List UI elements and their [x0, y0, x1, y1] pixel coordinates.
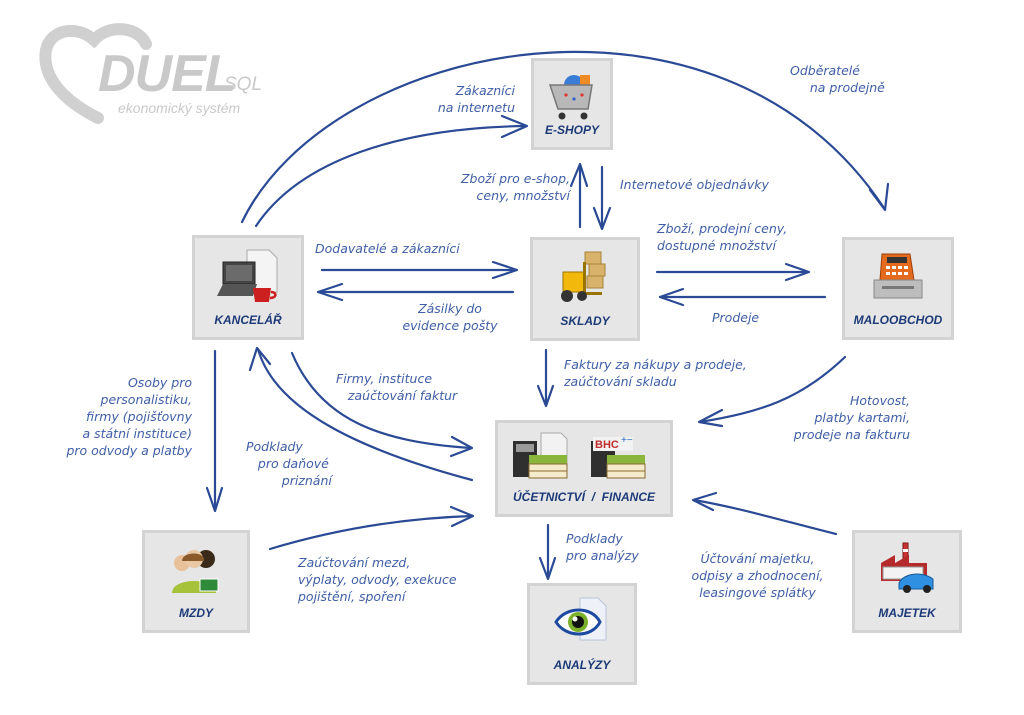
arrow-kancelar-to-mzdy [205, 349, 224, 513]
node-label: E-SHOPY [544, 123, 599, 137]
arrow-kancelar-to-eshopy [254, 114, 529, 228]
arrow-sklady-to-ucetnictvi [536, 348, 555, 408]
node-label: KANCELÁŘ [214, 313, 282, 327]
arrow-mzdy-to-ucetnictvi [268, 505, 475, 551]
flow-note-majetek-to-ucetnictvi: Účtování majetku, odpisy a zhodnocení, l… [691, 551, 824, 600]
node-eshopy[interactable]: E-SHOPY [531, 58, 613, 150]
arrow-eshopy-to-sklady [592, 165, 612, 231]
forklift-icon [561, 251, 606, 302]
node-analyzy[interactable]: ANALÝZY [527, 583, 637, 685]
arrow-majetek-to-ucetnictvi [691, 491, 838, 536]
node-label: MZDY [179, 606, 213, 620]
node-mzdy[interactable]: MZDY [142, 530, 250, 633]
flow-note-mzdy-to-ucetnictvi: Zaúčtování mezd, výplaty, odvody, exekuc… [298, 555, 457, 604]
accounting-books-icon: BHC +− [513, 432, 646, 479]
node-label: ÚČETNICTVÍ / FINANCE [512, 490, 655, 504]
node-label: SKLADY [560, 314, 610, 328]
flow-note-kancelar-to-sklady: Dodavatelé a zákazníci [315, 241, 460, 256]
shopping-cart-icon [548, 75, 593, 120]
flow-note-ucetnictvi-to-kancelar: Podklady pro daňové priznání [246, 439, 332, 488]
node-label: MAJETEK [878, 606, 936, 620]
flow-note-sklady-to-eshopy: Zboží pro e-shop, ceny, množství [460, 171, 570, 203]
arrow-ucetnictvi-to-kancelar [248, 346, 474, 482]
office-laptop-icon [217, 249, 278, 302]
flow-note-maloobchod-to-ucetnictvi: Hotovost, platby kartami, prodeje na fak… [793, 393, 910, 442]
arrow-maloobchod-to-ucetnictvi [697, 355, 847, 428]
arrow-sklady-to-kancelar [316, 282, 515, 302]
logo-suffix: SQL [224, 74, 263, 95]
flow-note-kancelar-to-mzdy: Osoby pro personalistiku, firmy (pojišťo… [66, 375, 192, 458]
logo-tagline: ekonomický systém [118, 100, 241, 116]
factory-car-icon [881, 542, 934, 593]
logo-brand: DUEL [98, 45, 237, 103]
flow-note-kancelar-to-eshopy: Zákazníci na internetu [437, 83, 515, 115]
flow-note-kancelar-to-ucetnictvi: Firmy, instituce zaúčtování faktur [336, 371, 458, 403]
svg-text:BHC: BHC [595, 439, 619, 451]
arrow-sklady-to-maloobchod [655, 262, 811, 282]
arrow-kancelar-to-ucetnictvi [290, 351, 474, 458]
arrow-kancelar-to-sklady [320, 260, 519, 280]
flow-note-kancelar-to-maloobchod: Odběratelé na prodejně [790, 63, 885, 95]
flow-note-sklady-to-maloobchod: Zboží, prodejní ceny, dostupné množství [657, 221, 788, 253]
arrow-kancelar-to-maloobchod [240, 50, 890, 224]
node-label: ANALÝZY [553, 658, 611, 672]
node-kancelar[interactable]: KANCELÁŘ [192, 235, 304, 340]
duel-logo: DUEL SQL ekonomický systém [38, 18, 268, 128]
node-ucetnictvi[interactable]: BHC +− ÚČETNICTVÍ / FINANCE [495, 420, 673, 517]
node-sklady[interactable]: SKLADY [530, 237, 640, 341]
svg-text:+−: +− [621, 435, 633, 446]
flow-note-maloobchod-to-sklady: Prodeje [712, 310, 760, 325]
node-maloobchod[interactable]: MALOOBCHOD [842, 237, 954, 340]
node-majetek[interactable]: MAJETEK [852, 530, 962, 633]
node-label: MALOOBCHOD [853, 313, 943, 327]
heart-logo-icon [39, 23, 152, 124]
arrow-maloobchod-to-sklady [658, 287, 827, 307]
arrow-sklady-to-eshopy [569, 162, 589, 229]
eye-analysis-icon [554, 597, 607, 641]
people-payroll-icon [172, 550, 219, 593]
flow-note-sklady-to-kancelar: Zásilky do evidence pošty [402, 301, 498, 333]
flow-note-ucetnictvi-to-analyzy: Podklady pro analýzy [566, 531, 639, 563]
flow-note-eshopy-to-sklady: Internetové objednávky [620, 177, 769, 192]
flow-note-sklady-to-ucetnictvi: Faktury za nákupy a prodeje, zaúčtování … [564, 357, 747, 389]
arrow-ucetnictvi-to-analyzy [538, 523, 557, 581]
cash-register-icon [873, 253, 923, 299]
